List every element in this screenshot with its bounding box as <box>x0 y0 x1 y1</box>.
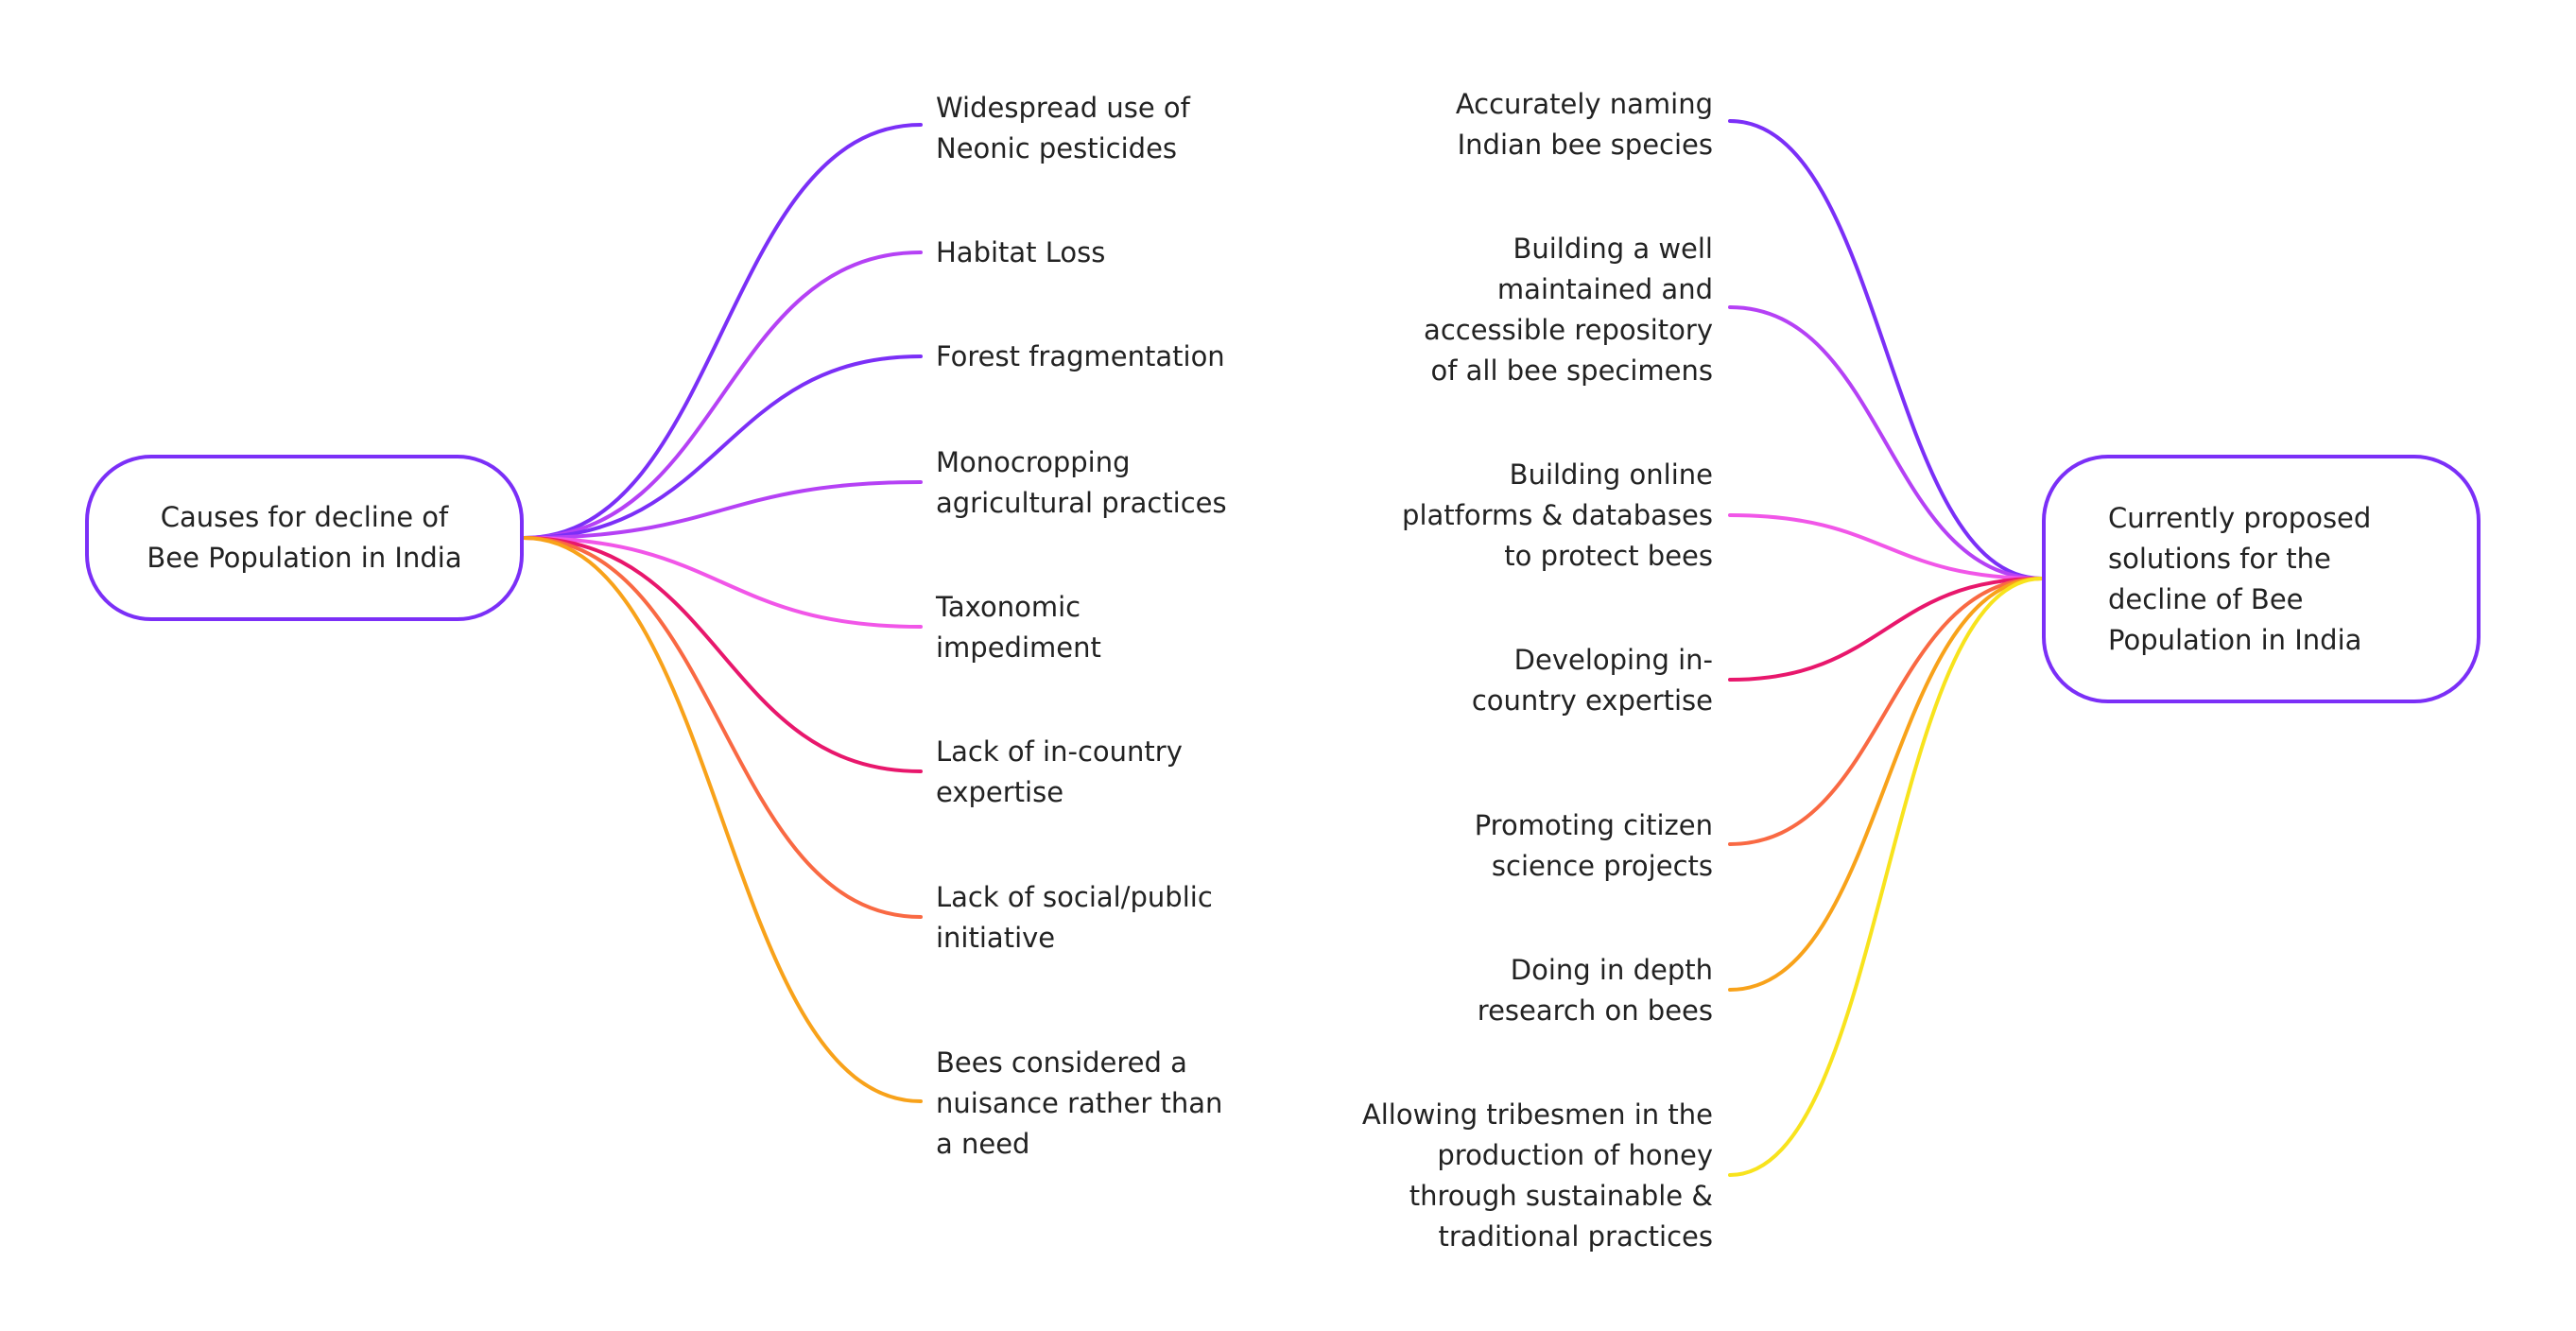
solution-connector-6 <box>1728 577 2044 1177</box>
solution-node-research[interactable]: Doing in depth research on bees <box>1477 954 1713 1027</box>
root-node-solutions-label: Currently proposed solutions for the dec… <box>2108 501 2372 656</box>
solution-connector-0 <box>1728 119 2044 580</box>
solution-node-naming-species[interactable]: Accurately naming Indian bee species <box>1455 88 1713 161</box>
cause-node-monocropping[interactable]: Monocropping agricultural practices <box>936 446 1227 519</box>
solution-connector-5 <box>1728 577 2044 992</box>
cause-connector-4 <box>522 536 923 629</box>
root-node-causes-label: Causes for decline of Bee Population in … <box>147 501 462 574</box>
cause-node-bees-nuisance[interactable]: Bees considered a nuisance rather than a… <box>936 1046 1223 1160</box>
solution-node-citizen-science[interactable]: Promoting citizen science projects <box>1474 809 1713 882</box>
cause-connector-7 <box>522 536 923 1103</box>
cause-node-lack-of-initiative[interactable]: Lack of social/public initiative <box>936 881 1213 954</box>
solution-connector-1 <box>1728 305 2044 580</box>
cause-connector-2 <box>522 354 923 540</box>
solution-node-online-platforms[interactable]: Building online platforms & databases to… <box>1402 458 1713 572</box>
root-node-solutions[interactable]: Currently proposed solutions for the dec… <box>2042 455 2481 703</box>
solution-connector-2 <box>1728 513 2044 580</box>
cause-node-habitat-loss[interactable]: Habitat Loss <box>936 236 1106 268</box>
solution-node-developing-expertise[interactable]: Developing in- country expertise <box>1471 644 1713 717</box>
cause-connector-6 <box>522 536 923 919</box>
cause-node-taxonomic-impediment[interactable]: Taxonomic impediment <box>936 591 1101 664</box>
solution-node-tribesmen-honey[interactable]: Allowing tribesmen in the production of … <box>1361 1098 1713 1253</box>
solution-connector-3 <box>1728 577 2044 682</box>
solution-node-specimen-repository[interactable]: Building a well maintained and accessibl… <box>1424 233 1713 387</box>
cause-connector-0 <box>522 123 923 540</box>
cause-node-lack-of-expertise[interactable]: Lack of in-country expertise <box>936 735 1183 808</box>
cause-node-forest-fragmentation[interactable]: Forest fragmentation <box>936 340 1225 372</box>
cause-connector-5 <box>522 536 923 773</box>
root-node-causes[interactable]: Causes for decline of Bee Population in … <box>85 455 524 621</box>
cause-node-neonic-pesticides[interactable]: Widespread use of Neonic pesticides <box>936 92 1190 164</box>
cause-connector-1 <box>522 251 923 540</box>
solution-connector-4 <box>1728 577 2044 846</box>
cause-connector-3 <box>522 480 923 540</box>
